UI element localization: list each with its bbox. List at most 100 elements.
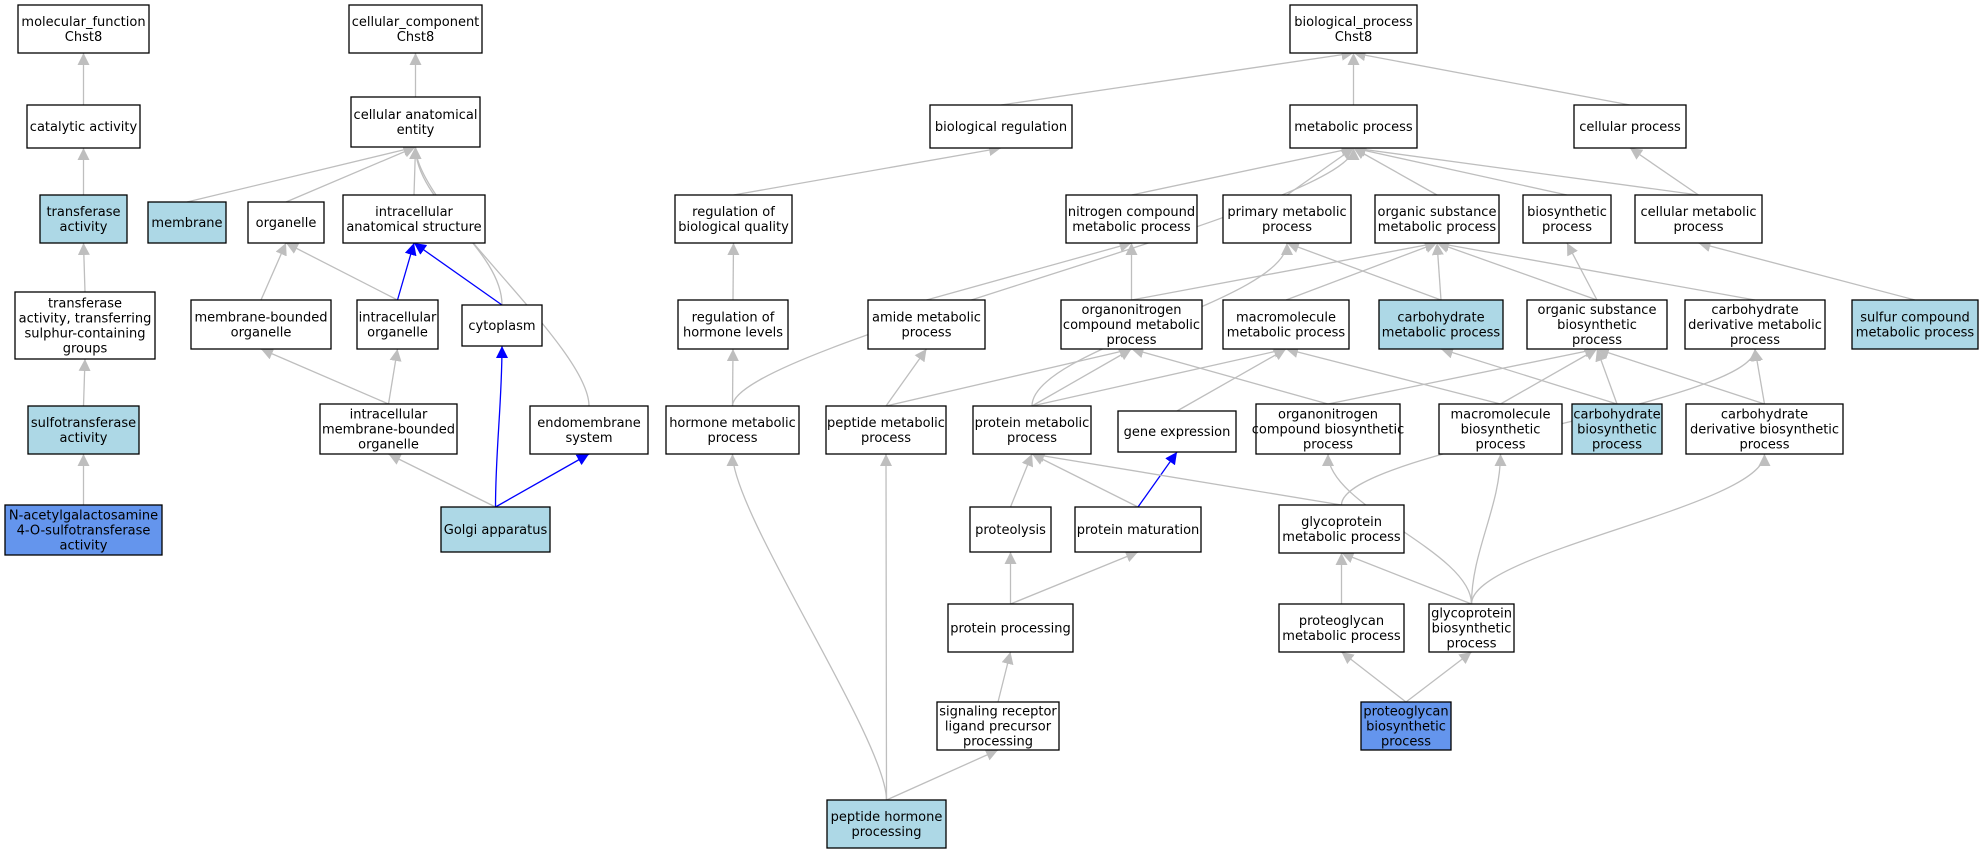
node-label-line: process [861,431,911,446]
node-label-line: sulphur-containing [25,327,146,342]
node-protein-maturation[interactable]: protein maturation [1074,506,1202,553]
edge-carbbp-to-carbmp [1440,346,1618,405]
node-label-line: compound biosynthetic [1252,423,1405,438]
node-box [1117,410,1237,453]
node-label-line: organic substance [1538,303,1657,318]
node-label-line: compound metabolic [1063,318,1200,333]
node-label-line: macromolecule [1450,408,1550,423]
node-label-line: Chst8 [65,30,102,45]
edge-macrobp-to-macromp [1285,346,1501,405]
node-label-line: activity [60,431,108,446]
node-label-line: metabolic process [1378,220,1497,235]
edge-phproc-to-pepmp [880,453,893,801]
node-proteolysis[interactable]: proteolysis [969,506,1052,553]
edge-golgi-to-cytoplasm [494,345,508,508]
node-label-line: process [1740,438,1790,453]
edge-endomem-to-cae [409,146,590,407]
edge-organelle-to-cae [285,146,416,203]
node-box [1360,701,1452,751]
node-box [4,504,163,556]
node-box [39,194,128,244]
node-gene-expression[interactable]: gene expression [1117,410,1237,453]
node-label-line: carbohydrate [1721,408,1808,423]
node-label-line: system [566,431,613,446]
node-label-line: regulation of [692,311,775,326]
node-label-line: process [1674,220,1724,235]
node-box [1526,299,1668,350]
edge-protmp-to-macromp [1031,345,1287,407]
edge-carbbp-to-osbp [1595,348,1618,405]
node-biological-regulation[interactable]: biological regulation [929,104,1073,149]
edge-reghl-to-regbq [727,242,740,301]
node-box [356,299,439,350]
node-box [1438,403,1563,455]
node-label-line: cellular_component [352,15,480,30]
node-metabolic-process[interactable]: metabolic process [1289,104,1418,149]
node-cytoplasm[interactable]: cytoplasm [461,304,543,347]
node-n-acetylgalactosamine-4-o-sulfotransferase-activity[interactable]: N-acetylgalactosamine4-O-sulfotransferas… [4,504,163,556]
node-protein-processing[interactable]: protein processing [947,603,1074,653]
edge-amide-to-ncmp [926,240,1132,301]
node-box [1571,403,1663,455]
node-catalytic-activity[interactable]: catalytic activity [26,104,141,149]
node-box [26,104,141,149]
node-organelle[interactable]: organelle [247,201,325,244]
node-box [1222,299,1350,350]
node-label-line: process [1007,431,1057,446]
node-membrane[interactable]: membrane [147,201,227,244]
node-label-line: proteoglycan [1299,614,1384,629]
edge-intorg-to-ias [396,242,417,301]
node-box [1378,299,1504,350]
node-box [1065,194,1198,244]
node-box [826,799,947,849]
node-label-line: cellular process [1579,120,1681,135]
node-label-line: glycoprotein [1431,607,1512,622]
node-label-line: cytoplasm [468,319,535,334]
node-box [1685,403,1844,455]
edge-biosyn-to-metab [1353,144,1568,196]
node-label-line: gene expression [1124,425,1231,440]
node-golgi-apparatus[interactable]: Golgi apparatus [440,506,551,553]
node-box [1634,194,1763,244]
node-cellular-process[interactable]: cellular process [1573,104,1687,149]
